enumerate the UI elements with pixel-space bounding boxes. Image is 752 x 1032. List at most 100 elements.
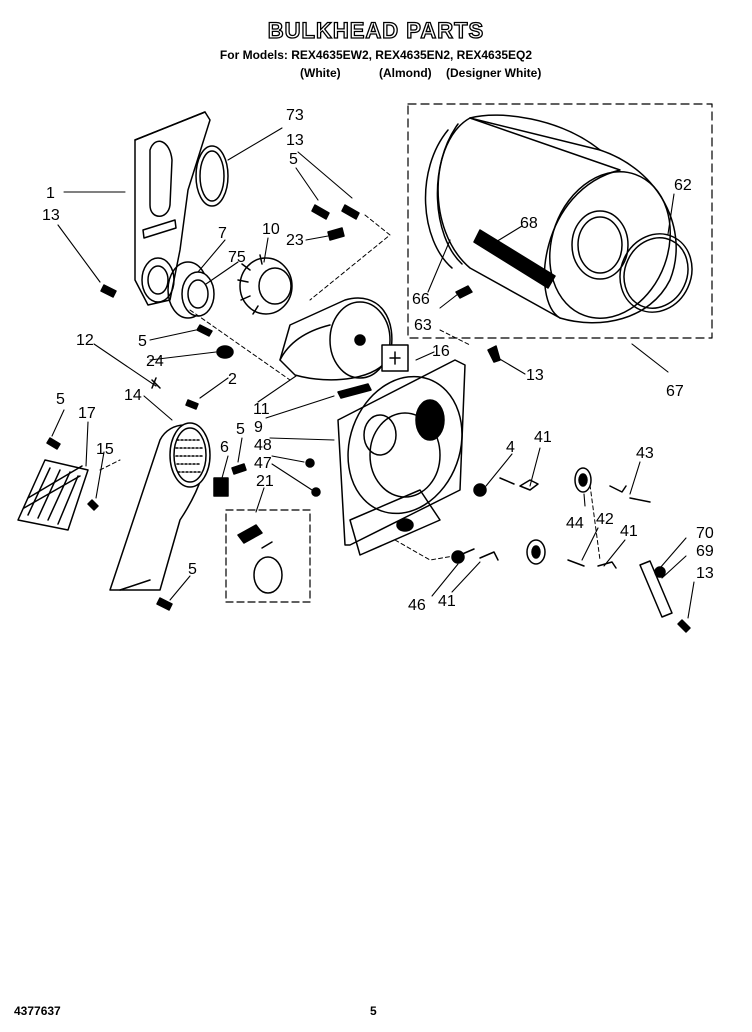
callout-21: 21 bbox=[256, 473, 274, 490]
callout-62: 62 bbox=[674, 177, 692, 194]
leader-13b bbox=[297, 151, 353, 199]
clip-15 bbox=[87, 499, 99, 511]
callout-13: 13 bbox=[696, 565, 714, 582]
color-almond: (Almond) bbox=[379, 66, 432, 80]
thermal-fuse-16 bbox=[381, 344, 409, 372]
spring-41b bbox=[479, 551, 499, 561]
screw-2 bbox=[185, 399, 199, 410]
leader-13c bbox=[497, 357, 526, 375]
callout-14: 14 bbox=[124, 387, 142, 404]
leader-48 bbox=[269, 437, 335, 441]
callout-41: 41 bbox=[620, 523, 638, 540]
leader-75 bbox=[205, 261, 239, 285]
bracket-23 bbox=[327, 227, 345, 241]
page-number: 5 bbox=[370, 1004, 377, 1018]
callout-11: 11 bbox=[253, 401, 270, 418]
callout-10: 10 bbox=[262, 221, 280, 238]
leader-63 bbox=[439, 293, 459, 309]
callout-42: 42 bbox=[596, 511, 614, 528]
callout-13: 13 bbox=[42, 207, 60, 224]
leader-9 bbox=[265, 395, 335, 419]
roller-69 bbox=[639, 560, 673, 618]
leader-5e bbox=[169, 575, 191, 601]
leader-17 bbox=[85, 421, 89, 467]
screw-13-right bbox=[487, 345, 501, 363]
leader-44 bbox=[583, 493, 586, 507]
screw-5-top bbox=[311, 204, 330, 220]
callout-13: 13 bbox=[526, 367, 544, 384]
blower-wheel-10 bbox=[237, 254, 293, 315]
nut-24 bbox=[216, 345, 234, 359]
callout-2: 2 bbox=[228, 371, 237, 388]
leader-62 bbox=[667, 193, 675, 235]
leader-12 bbox=[93, 343, 157, 387]
leader-13a bbox=[57, 224, 101, 283]
leader-16 bbox=[415, 351, 435, 361]
lint-screen-17 bbox=[17, 459, 89, 531]
drum-assembly-box bbox=[407, 103, 713, 339]
spring-41c bbox=[567, 559, 617, 569]
leader-41c bbox=[603, 539, 626, 567]
callout-9: 9 bbox=[254, 419, 263, 436]
nut-47a bbox=[305, 458, 315, 468]
leader-68 bbox=[485, 225, 523, 249]
leader-10 bbox=[263, 237, 269, 263]
callout-1: 1 bbox=[46, 185, 55, 202]
leader-13d bbox=[687, 581, 695, 619]
clip-12 bbox=[151, 377, 161, 389]
drum bbox=[424, 114, 677, 324]
callout-15: 15 bbox=[96, 441, 114, 458]
callout-47: 47 bbox=[254, 455, 272, 472]
callout-46: 46 bbox=[408, 597, 426, 614]
leader-2 bbox=[199, 377, 229, 399]
leader-5d bbox=[237, 437, 243, 463]
screw-5-left bbox=[46, 437, 61, 450]
callout-16: 16 bbox=[432, 343, 450, 360]
leader-41b bbox=[451, 561, 481, 593]
callout-48: 48 bbox=[254, 437, 272, 454]
gasket-73 bbox=[195, 145, 229, 207]
leader-15 bbox=[95, 451, 105, 499]
callout-5: 5 bbox=[188, 561, 197, 578]
callout-24: 24 bbox=[146, 353, 164, 370]
switch-6 bbox=[213, 477, 229, 497]
leader-5c bbox=[51, 409, 65, 437]
callout-13: 13 bbox=[286, 132, 304, 149]
page-title: BULKHEAD PARTS bbox=[267, 17, 485, 43]
color-white: (White) bbox=[300, 66, 341, 80]
blower-housing-11 bbox=[279, 297, 393, 381]
kit-21-box bbox=[225, 509, 311, 603]
callout-70: 70 bbox=[696, 525, 714, 542]
drum-belt bbox=[619, 233, 693, 313]
seal-9 bbox=[337, 383, 372, 399]
leader-7 bbox=[197, 239, 226, 273]
leader-66 bbox=[427, 239, 451, 293]
nut-47b bbox=[311, 487, 321, 497]
callout-5: 5 bbox=[56, 391, 65, 408]
callout-5: 5 bbox=[236, 421, 245, 438]
callout-63: 63 bbox=[414, 317, 432, 334]
callout-6: 6 bbox=[220, 439, 229, 456]
callout-68: 68 bbox=[520, 215, 538, 232]
callout-67: 67 bbox=[666, 383, 684, 400]
leader-47b bbox=[271, 463, 313, 491]
bracket-43 bbox=[609, 485, 651, 503]
screw-63 bbox=[455, 285, 473, 299]
color-designer-white: (Designer White) bbox=[446, 66, 542, 80]
callout-7: 7 bbox=[218, 225, 227, 242]
leader-4 bbox=[485, 453, 513, 487]
callout-17: 17 bbox=[78, 405, 96, 422]
screw-5-mid bbox=[196, 324, 213, 337]
rear-bulkhead bbox=[134, 111, 211, 306]
leader-47a bbox=[271, 455, 305, 463]
leader-23 bbox=[305, 235, 329, 241]
document-number: 4377637 bbox=[14, 1004, 61, 1018]
leader-67 bbox=[631, 343, 669, 373]
callout-43: 43 bbox=[636, 445, 654, 462]
callout-5: 5 bbox=[289, 151, 298, 168]
leader-5a bbox=[295, 167, 319, 201]
models-line: For Models: REX4635EW2, REX4635EN2, REX4… bbox=[219, 48, 533, 62]
leader-42 bbox=[581, 527, 599, 561]
screw-5-switch bbox=[231, 463, 247, 475]
